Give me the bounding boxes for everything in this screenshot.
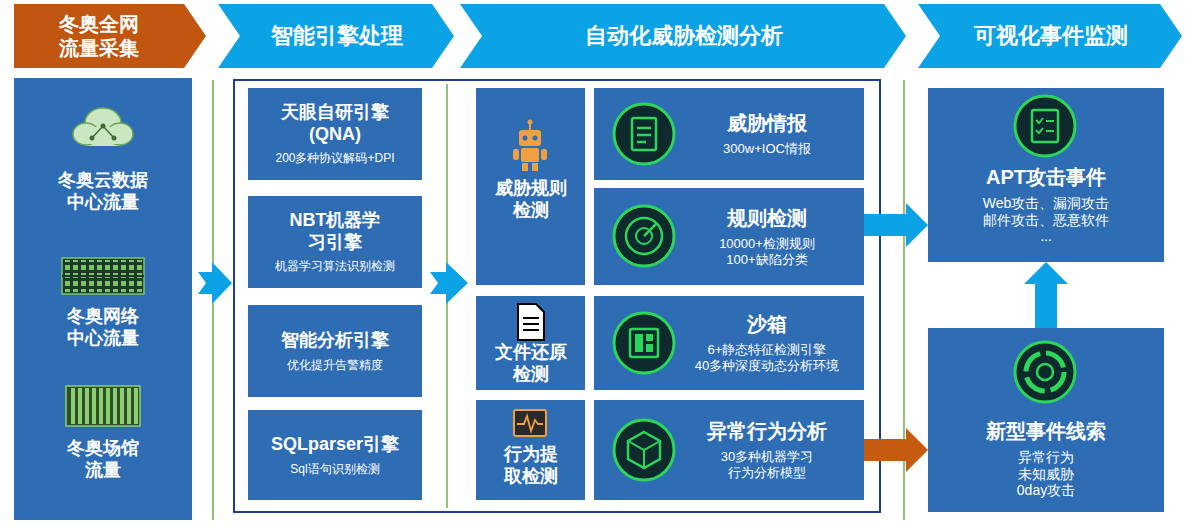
source-panel bbox=[14, 78, 192, 520]
server-rack-icon bbox=[62, 258, 144, 294]
flow-arrow bbox=[864, 428, 928, 472]
engine-frame bbox=[234, 80, 880, 512]
node-title: 冬奥网络 中心流量 bbox=[67, 306, 139, 349]
stage-band: 可视化事件监测 bbox=[918, 4, 1182, 68]
node-title: NBT机器学 习引擎 bbox=[290, 210, 381, 253]
node-title: SQLparser引擎 bbox=[271, 434, 399, 456]
flow-arrow bbox=[1024, 262, 1068, 328]
node-title: 威胁规则 检测 bbox=[495, 178, 567, 221]
chevron-fill bbox=[14, 4, 206, 68]
source-item: 冬奥云数据 中心流量 bbox=[20, 164, 186, 220]
node-title: 威胁情报 bbox=[727, 111, 807, 135]
node-body: 优化提升告警精度 bbox=[287, 358, 383, 372]
source-item: 冬奥网络 中心流量 bbox=[20, 300, 186, 356]
node-body: 200多种协议解码+DPI bbox=[275, 151, 394, 165]
process-box: NBT机器学 习引擎机器学习算法识别检测 bbox=[248, 196, 422, 288]
node-title: 冬奥云数据 中心流量 bbox=[58, 170, 148, 213]
chevron-fill bbox=[218, 4, 454, 68]
node-title: 智能引擎处理 bbox=[271, 23, 403, 49]
chevron-fill bbox=[918, 4, 1182, 68]
sandbox-board-icon bbox=[614, 313, 674, 373]
node-body: 6+静态特征检测引擎 40多种深度动态分析环境 bbox=[695, 342, 839, 373]
node-title: APT攻击事件 bbox=[986, 165, 1106, 189]
stage-band: 智能引擎处理 bbox=[218, 4, 454, 68]
node-body: Web攻击、漏洞攻击 邮件攻击、恶意软件 ... bbox=[983, 195, 1110, 245]
stage-band: 冬奥全网 流量采集 bbox=[14, 4, 206, 68]
source-item: 冬奥场馆 流量 bbox=[20, 432, 186, 488]
node-body: Sql语句识别检测 bbox=[290, 462, 379, 476]
chevron-fill bbox=[460, 4, 906, 68]
robot-icon bbox=[513, 120, 547, 172]
node-body: 机器学习算法识别检测 bbox=[275, 259, 395, 273]
flow-chevron bbox=[430, 262, 468, 304]
node-title: 智能分析引擎 bbox=[281, 330, 389, 352]
node-title: 文件还原 检测 bbox=[495, 342, 567, 385]
cube-icon bbox=[614, 420, 674, 480]
flow-chevron bbox=[198, 262, 232, 304]
node-body: 异常行为 未知威胁 0day攻击 bbox=[1017, 449, 1075, 499]
node-body: 300w+IOC情报 bbox=[723, 141, 811, 157]
node-title: 冬奥全网 流量采集 bbox=[59, 12, 139, 60]
process-box: 智能分析引擎优化提升告警精度 bbox=[248, 305, 422, 397]
intel-clipboard-icon bbox=[614, 104, 674, 164]
node-body: 10000+检测规则 100+缺陷分类 bbox=[719, 236, 815, 267]
node-title: 新型事件线索 bbox=[986, 419, 1106, 443]
venue-building-icon bbox=[66, 386, 140, 426]
stage-band: 自动化威胁检测分析 bbox=[460, 4, 906, 68]
target-ring-icon bbox=[1015, 342, 1075, 402]
node-title: 行为提 取检测 bbox=[504, 444, 558, 487]
process-box: 威胁规则 检测 bbox=[476, 88, 585, 285]
node-title: 沙箱 bbox=[747, 312, 787, 336]
process-box: SQLparser引擎 Sql语句识别检测 bbox=[248, 410, 422, 500]
node-body: 30多种机器学习 行为分析模型 bbox=[721, 449, 813, 480]
monitor-icon bbox=[514, 410, 546, 436]
process-box: 天眼自研引擎 (QNA) 200多种协议解码+DPI bbox=[248, 88, 422, 180]
node-title: 可视化事件监测 bbox=[974, 23, 1128, 49]
radar-icon bbox=[614, 206, 674, 266]
node-title: 规则检测 bbox=[727, 206, 807, 230]
checklist-icon bbox=[1015, 96, 1075, 156]
node-title: 自动化威胁检测分析 bbox=[585, 23, 783, 49]
node-title: 异常行为分析 bbox=[707, 419, 827, 443]
node-title: 冬奥场馆 流量 bbox=[67, 438, 139, 481]
flow-arrow bbox=[864, 203, 928, 247]
document-icon bbox=[518, 304, 544, 340]
node-title: 天眼自研引擎 (QNA) bbox=[281, 102, 389, 145]
cloud-icon bbox=[73, 108, 133, 146]
